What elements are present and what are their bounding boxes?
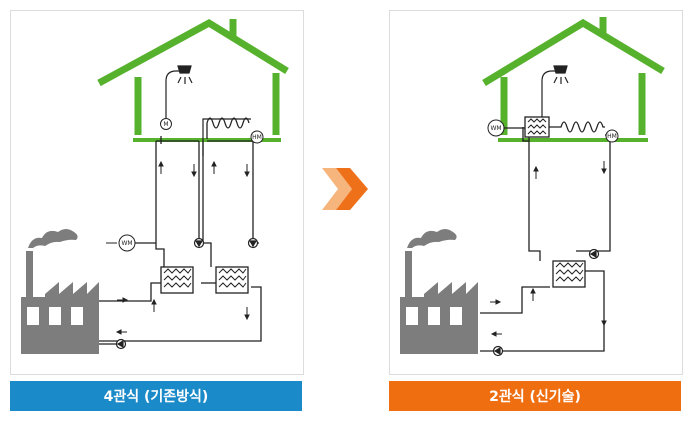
svg-text:WM: WM [490,125,501,132]
chevron-right-icon [322,168,368,210]
heat-exchanger-2 [215,266,249,294]
radiator-coil [549,121,605,133]
flow-arrows [490,161,607,337]
house-icon [482,17,665,142]
shower-icon [165,65,193,123]
flow-arrows [115,160,250,335]
pump-icon [115,237,259,350]
water-meter: WM [106,234,136,252]
caption-4-pipe: 4관식 (기존방식) [10,381,302,411]
pump-icon [492,248,600,357]
house-icon [97,18,289,142]
svg-text:M: M [163,121,168,128]
svg-text:HM: HM [252,134,262,141]
diagram-4-pipe: M HM WM [10,10,304,375]
svg-text:WM: WM [121,240,132,247]
heat-exchanger [552,260,586,288]
heat-meter: HM [605,129,619,143]
diagram-2-pipe: HM WM [389,10,683,375]
svg-text:HM: HM [607,133,617,140]
pipe-network [99,136,262,345]
shower-icon [541,65,569,119]
heat-meter: HM [250,130,264,144]
factory-icon [400,229,478,354]
mixer-meter: M [160,118,172,130]
radiator-coil [206,117,250,139]
water-meter: WM [487,119,505,137]
caption-2-pipe: 2관식 (신기술) [389,381,681,411]
heat-exchanger-1 [160,266,194,294]
factory-icon [21,229,99,354]
heat-exchanger-house [524,116,550,138]
pipe-network [480,127,612,352]
